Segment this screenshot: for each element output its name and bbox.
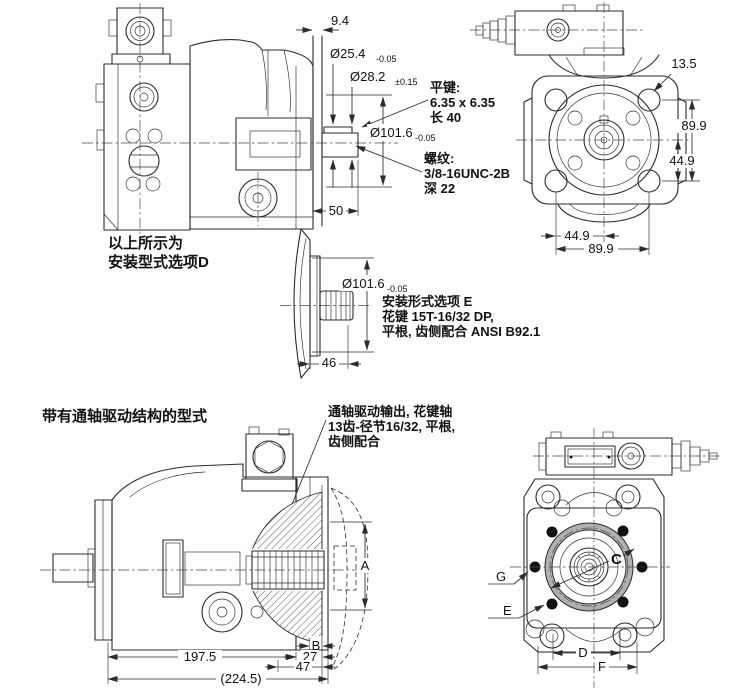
- dim-hole-dia: 13.5: [671, 56, 696, 71]
- dim-shaft-dia-tol: -0.05: [376, 54, 397, 64]
- dim-key-dia: Ø28.2: [350, 69, 385, 84]
- label-e: E: [503, 603, 512, 618]
- dim-47: 47: [296, 659, 310, 674]
- dim-a: A: [361, 558, 370, 573]
- dim-horizontal-89-9: 89.9: [588, 241, 613, 256]
- dim-horizontal-44-9: 44.9: [564, 228, 589, 243]
- caption-option-d-line2: 安装型式选项D: [108, 253, 209, 271]
- caption-option-d-line1: 以上所示为: [108, 234, 183, 252]
- dim-vertical-44-9: 44.9: [669, 153, 694, 168]
- label-c: C: [611, 551, 622, 568]
- thread-note-depth: 深 22: [424, 181, 455, 196]
- dim-key-dia-tol: ±0.15: [395, 77, 417, 87]
- key-note-length: 长 40: [430, 110, 461, 125]
- dim-flange-width: 9.4: [331, 13, 349, 28]
- through-drive-side-view: 带有通轴驱动结构的型式 通轴驱动输出, 花键轴 13齿-径节16/32, 平根,…: [40, 404, 455, 686]
- label-g: G: [496, 569, 506, 584]
- option-e-note2: 花键 15T-16/32 DP,: [382, 309, 494, 324]
- spline-note1: 通轴驱动输出, 花键轴: [328, 404, 452, 419]
- option-e-note3: 平根, 齿侧配合 ANSI B92.1: [382, 324, 540, 339]
- dim-pilot-dia: Ø101.6: [370, 125, 413, 140]
- key-note-size: 6.35 x 6.35: [430, 95, 495, 110]
- dim-197-5: 197.5: [184, 649, 217, 664]
- shaft-detail-option-e: Ø101.6 -0.05 安装形式选项 E 花键 15T-16/32 DP, 平…: [280, 228, 540, 379]
- dim-pilot-e: Ø101.6: [342, 276, 385, 291]
- spline-note2: 13齿-径节16/32, 平根,: [328, 419, 455, 434]
- dim-pilot-e-tol: -0.05: [387, 284, 408, 294]
- front-view: 13.5 89.9 44.9 44.9 89.9: [470, 2, 711, 256]
- dim-f: F: [598, 659, 606, 674]
- dim-pilot-dia-tol: -0.05: [415, 133, 436, 143]
- spline-note3: 齿侧配合: [328, 434, 381, 449]
- through-drive-caption: 带有通轴驱动结构的型式: [42, 407, 207, 425]
- key-note-title: 平键:: [430, 80, 460, 95]
- rear-view: G E C D F: [488, 428, 722, 688]
- dim-shaft-dia: Ø25.4: [330, 46, 365, 61]
- thread-note-spec: 3/8-16UNC-2B: [424, 166, 510, 181]
- option-e-note1: 安装形式选项 E: [382, 294, 473, 309]
- dim-224-5: (224.5): [220, 671, 261, 686]
- side-view-option-d: 以上所示为 安装型式选项D: [82, 3, 398, 271]
- dim-shaft-length-e: 46: [322, 355, 336, 370]
- dim-b: B: [312, 638, 321, 653]
- shaft-detail-option-d: 9.4 Ø25.4 -0.05 Ø28.2 ±0.15 平键: 6.35 x 6…: [296, 13, 510, 227]
- dim-vertical-89-9: 89.9: [681, 118, 706, 133]
- dim-shaft-length: 50: [329, 203, 343, 218]
- dim-d: D: [578, 645, 587, 660]
- thread-note-title: 螺纹:: [424, 151, 454, 166]
